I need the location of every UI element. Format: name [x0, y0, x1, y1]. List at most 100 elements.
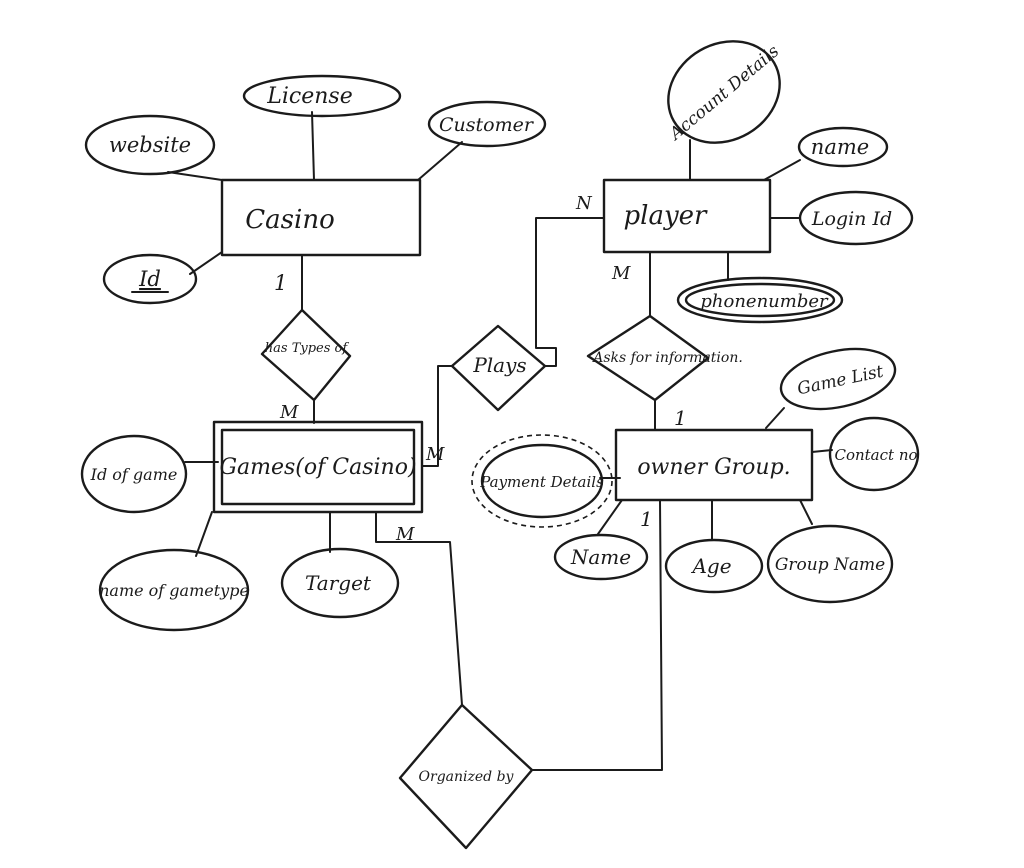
attribute-label: Id of game	[90, 465, 178, 484]
attr-payment-details: Payment Details	[471, 434, 613, 528]
entity-label: Games(of Casino)	[219, 455, 416, 480]
relationship-organized-by: Organized by	[398, 703, 534, 850]
owner-organized-connector	[531, 499, 663, 771]
attribute-label: Account Details	[665, 41, 784, 145]
attribute-ellipse	[98, 548, 250, 632]
owner-name-connector	[597, 499, 623, 535]
attribute-label: name of gametype	[99, 581, 249, 600]
attr-license: License	[242, 74, 402, 118]
attribute-label: Id	[138, 267, 161, 291]
cardinality-player-plays: N	[575, 193, 593, 214]
attribute-ellipse	[553, 533, 649, 581]
attribute-ellipse	[798, 190, 914, 246]
attribute-ellipse	[664, 538, 764, 594]
relationship-diamond	[450, 324, 547, 412]
derived-attribute-outline	[471, 434, 613, 528]
attr-id-of-game: Id of game	[80, 434, 188, 514]
plays-player-connector	[535, 217, 604, 367]
cardinality-casino-has: 1	[274, 271, 287, 295]
entity-label: Casino	[245, 205, 334, 235]
entity-box	[602, 178, 772, 254]
attribute-label: Group Name	[775, 555, 885, 575]
relationship-plays: Plays	[450, 324, 547, 412]
attr-contact-no: Contact no	[828, 416, 920, 492]
attribute-ellipse	[779, 347, 897, 411]
entity-box	[220, 178, 422, 257]
entity-box	[614, 428, 814, 502]
weak-entity-games: Games(of Casino)	[212, 420, 424, 514]
website-connector	[167, 171, 223, 181]
attribute-ellipse	[797, 126, 889, 168]
attribute-label: Customer	[439, 114, 535, 136]
attr-phone-number: phonenumber	[676, 276, 844, 324]
attribute-label: Game List	[795, 362, 885, 400]
license-connector	[311, 111, 315, 181]
attr-target: Target	[280, 547, 400, 619]
attr-name-of-gametype: name of gametype	[98, 548, 250, 632]
gametype-connector	[195, 511, 213, 557]
attribute-label: License	[266, 84, 352, 109]
entity-inner-box	[220, 428, 416, 506]
attribute-label: Age	[690, 554, 731, 578]
cardinality-owner-asks: 1	[674, 406, 687, 430]
cardinality-labels: 1 M M N M 1 M 1	[274, 193, 687, 545]
cardinality-games-plays: M	[425, 444, 445, 465]
relationship-label: Asks for information.	[591, 350, 743, 366]
attribute-ellipse-inner	[684, 282, 836, 318]
entity-owner-group: owner Group.	[614, 428, 814, 502]
relationship-diamond	[586, 314, 710, 402]
attribute-ellipse	[828, 416, 920, 492]
attribute-ellipse	[102, 253, 198, 305]
attr-login-id: Login Id	[798, 190, 914, 246]
cardinality-player-asks: M	[611, 263, 631, 284]
entity-outer-box	[212, 420, 424, 514]
attr-casino-id: Id	[102, 253, 198, 305]
relationship-label: Plays	[472, 353, 526, 377]
attribute-ellipse	[427, 100, 547, 148]
attribute-ellipse	[480, 443, 604, 519]
games-plays-connector	[421, 365, 453, 467]
attribute-label: phonenumber	[700, 291, 829, 312]
relationship-has-types: has Types of	[260, 308, 352, 402]
attribute-ellipse	[280, 547, 400, 619]
relationship-diamond	[260, 308, 352, 402]
connectors	[167, 111, 833, 771]
attr-account-details: Account Details	[665, 40, 784, 145]
relationship-diamond	[398, 703, 534, 850]
attr-group-name: Group Name	[766, 524, 894, 604]
attribute-label: website	[109, 133, 191, 157]
entity-player: player	[602, 178, 772, 254]
attribute-label: Target	[305, 571, 372, 595]
attribute-label: Payment Details	[479, 473, 604, 491]
entity-label: owner Group.	[637, 455, 790, 480]
attr-name: name	[797, 126, 889, 168]
games-organized-connector	[375, 511, 463, 706]
cardinality-games-has: M	[279, 402, 299, 423]
game-list-connector	[765, 407, 785, 429]
attribute-ellipse	[667, 40, 781, 144]
attribute-label: Name	[570, 545, 631, 569]
attribute-ellipse	[242, 74, 402, 118]
attribute-label: Contact no	[834, 446, 917, 464]
attr-game-list: Game List	[779, 347, 897, 411]
group-name-connector	[799, 499, 813, 525]
attribute-label: Login Id	[811, 208, 892, 230]
entity-casino: Casino	[220, 178, 422, 257]
casino-id-connector	[189, 251, 223, 275]
attr-customer: Customer	[427, 100, 547, 148]
attribute-ellipse	[766, 524, 894, 604]
attribute-ellipse	[84, 114, 216, 176]
customer-connector	[417, 141, 463, 181]
name-connector	[763, 159, 801, 181]
relationship-label: Organized by	[419, 769, 515, 785]
contact-connector	[811, 449, 833, 453]
attr-age: Age	[664, 538, 764, 594]
entity-label: player	[624, 201, 709, 231]
attr-website: website	[84, 114, 216, 176]
attribute-label: name	[811, 135, 869, 159]
cardinality-owner-organized: 1	[640, 507, 653, 531]
cardinality-games-organized: M	[395, 524, 415, 545]
attr-owner-name: Name	[553, 533, 649, 581]
relationship-label: has Types of	[265, 341, 350, 356]
